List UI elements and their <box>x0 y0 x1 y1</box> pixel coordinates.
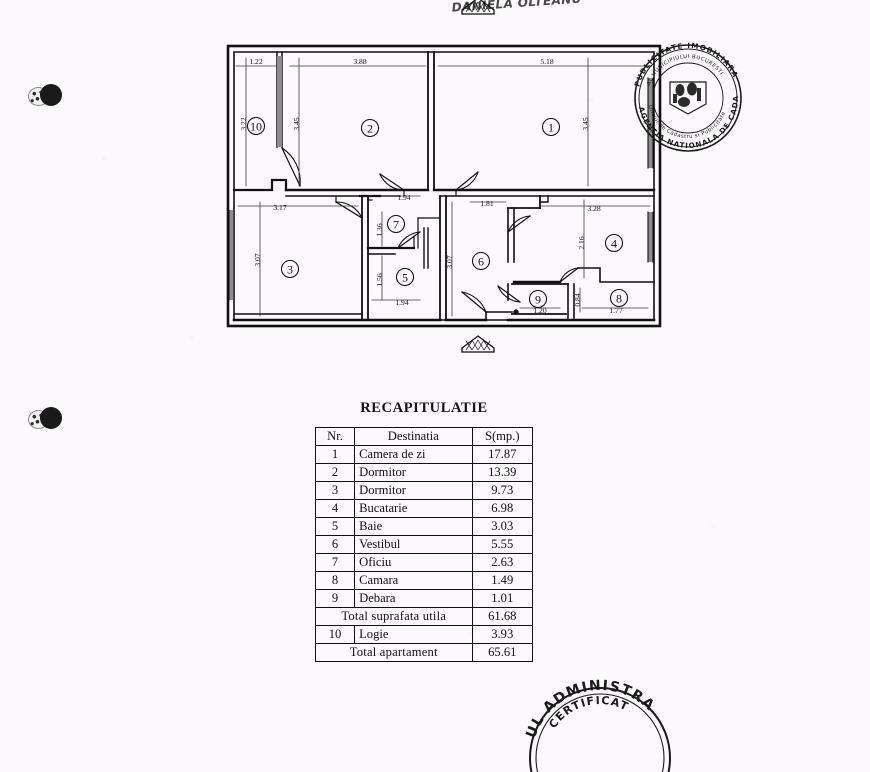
hole-punch-dot-icon <box>40 407 62 429</box>
cell-nr: 5 <box>314 517 356 536</box>
table-row-total-apartament: Total apartament 65.61 <box>315 643 534 662</box>
cell-destination: Camera de zi <box>354 445 473 464</box>
cell-destination: Oficiu <box>354 553 473 572</box>
cell-area: 1.49 <box>471 571 534 590</box>
cell-area: 3.93 <box>471 625 534 644</box>
room-number-9: 9 <box>535 293 541 307</box>
cell-nr: 1 <box>314 445 356 464</box>
dim-1-20: 1.20 <box>533 306 546 315</box>
cell-total-apartament-area: 65.61 <box>471 643 534 662</box>
column-header-area: S(mp.) <box>471 427 534 446</box>
table-header-row: Nr. Destinatia S(mp.) <box>314 427 534 446</box>
table-row: 9 Debara 1.01 <box>314 589 534 608</box>
recapitulation-block: RECAPITULATIE Nr. Destinatia S(mp.) 1 Ca… <box>314 400 534 662</box>
cell-nr: 6 <box>314 535 356 554</box>
dim-1-56: 1.56 <box>375 273 384 286</box>
cell-area: 6.98 <box>471 499 534 518</box>
cell-area: 17.87 <box>471 445 534 464</box>
table-row: 4 Bucatarie 6.98 <box>314 499 534 518</box>
hole-punch-dot-icon <box>40 84 62 106</box>
room-number-1: 1 <box>548 121 554 135</box>
cell-nr: 8 <box>314 571 356 590</box>
room-number-7: 7 <box>393 218 399 232</box>
table-row-total-utila: Total suprafata utila 61.68 <box>315 607 534 626</box>
cell-destination: Bucatarie <box>354 499 473 518</box>
room-number-3: 3 <box>287 263 293 277</box>
dim-3-45-a: 3.45 <box>292 117 301 130</box>
cell-destination: Logie <box>354 625 473 644</box>
dim-3-88: 3.88 <box>353 57 366 66</box>
table-row: 8 Camara 1.49 <box>314 571 534 590</box>
table-row: 3 Dormitor 9.73 <box>314 481 534 500</box>
dim-1-81: 1.81 <box>480 199 493 208</box>
dim-3-45-b: 3.45 <box>581 117 590 130</box>
cell-area: 9.73 <box>471 481 534 500</box>
dim-3-17: 3.17 <box>273 203 286 212</box>
dim-0-84: 0.84 <box>573 293 582 306</box>
cell-total-utila-area: 61.68 <box>471 607 534 626</box>
cell-destination: Dormitor <box>354 481 473 500</box>
administrator-certificate-stamp: UL ADMINISTRA CERTIFICAT <box>505 672 695 772</box>
cell-destination: Vestibul <box>354 535 473 554</box>
table-row-logie: 10 Logie 3.93 <box>314 625 534 644</box>
table-row: 1 Camera de zi 17.87 <box>314 445 534 464</box>
hole-punch-mark-bottom <box>28 406 62 432</box>
cell-area: 13.39 <box>471 463 534 482</box>
cell-nr: 4 <box>314 499 356 518</box>
table-body: 1 Camera de zi 17.87 2 Dormitor 13.39 3 … <box>314 445 534 662</box>
dim-1-22: 1.22 <box>249 57 262 66</box>
cell-area: 2.63 <box>471 553 534 572</box>
table-row: 7 Oficiu 2.63 <box>314 553 534 572</box>
cell-nr: 2 <box>314 463 356 482</box>
dim-1-36: 1.36 <box>375 223 384 236</box>
cell-nr: 10 <box>314 625 356 644</box>
cell-total-utila-label: Total suprafata utila <box>315 607 473 626</box>
entry-hatch-icon <box>461 335 495 353</box>
table-row: 6 Vestibul 5.55 <box>314 535 534 554</box>
recapitulation-title: RECAPITULATIE <box>360 400 488 416</box>
dim-5-18: 5.18 <box>540 57 553 66</box>
stamp-bottom-line1: UL ADMINISTRA <box>523 678 658 741</box>
dim-2-16: 2.16 <box>577 236 586 249</box>
entry-hatch-icon-top <box>461 0 495 15</box>
column-header-destination: Destinatia <box>354 427 473 446</box>
dim-3-07-a: 3.07 <box>253 253 262 266</box>
recapitulation-table: Nr. Destinatia S(mp.) 1 Camera de zi 17.… <box>314 427 534 662</box>
dim-3-22: 3.22 <box>239 117 248 130</box>
cell-nr: 3 <box>314 481 356 500</box>
dim-1-94-top: 1.94 <box>397 193 410 202</box>
cell-destination: Debara <box>354 589 473 608</box>
cell-destination: Camara <box>354 571 473 590</box>
cell-area: 3.03 <box>471 517 534 536</box>
cell-nr: 9 <box>314 589 356 608</box>
column-header-nr: Nr. <box>314 427 356 446</box>
cell-area: 5.55 <box>471 535 534 554</box>
table-row: 2 Dormitor 13.39 <box>314 463 534 482</box>
cell-destination: Baie <box>354 517 473 536</box>
dim-3-28: 3.28 <box>587 204 600 213</box>
stamp-bottom-line2: CERTIFICAT <box>546 694 631 731</box>
cell-nr: 7 <box>314 553 356 572</box>
dim-1-77: 1.77 <box>609 306 622 315</box>
dim-1-94-bottom: 1.94 <box>395 298 408 307</box>
cell-destination: Dormitor <box>354 463 473 482</box>
room-number-2: 2 <box>367 122 373 136</box>
table-row: 5 Baie 3.03 <box>314 517 534 536</box>
room-number-8: 8 <box>616 292 622 306</box>
hole-punch-mark-top <box>28 83 62 109</box>
cell-area: 1.01 <box>471 589 534 608</box>
room-number-6: 6 <box>478 255 484 269</box>
room-number-5: 5 <box>402 271 408 285</box>
room-number-10: 10 <box>250 120 262 134</box>
floor-plan-drawing: 10 2 1 3 7 5 6 4 9 8 1.22 3.88 5.18 3.17… <box>0 0 870 370</box>
room-number-4: 4 <box>611 237 617 251</box>
cell-total-apartament-label: Total apartament <box>315 643 473 662</box>
dim-3-07-b: 3.07 <box>445 255 454 268</box>
